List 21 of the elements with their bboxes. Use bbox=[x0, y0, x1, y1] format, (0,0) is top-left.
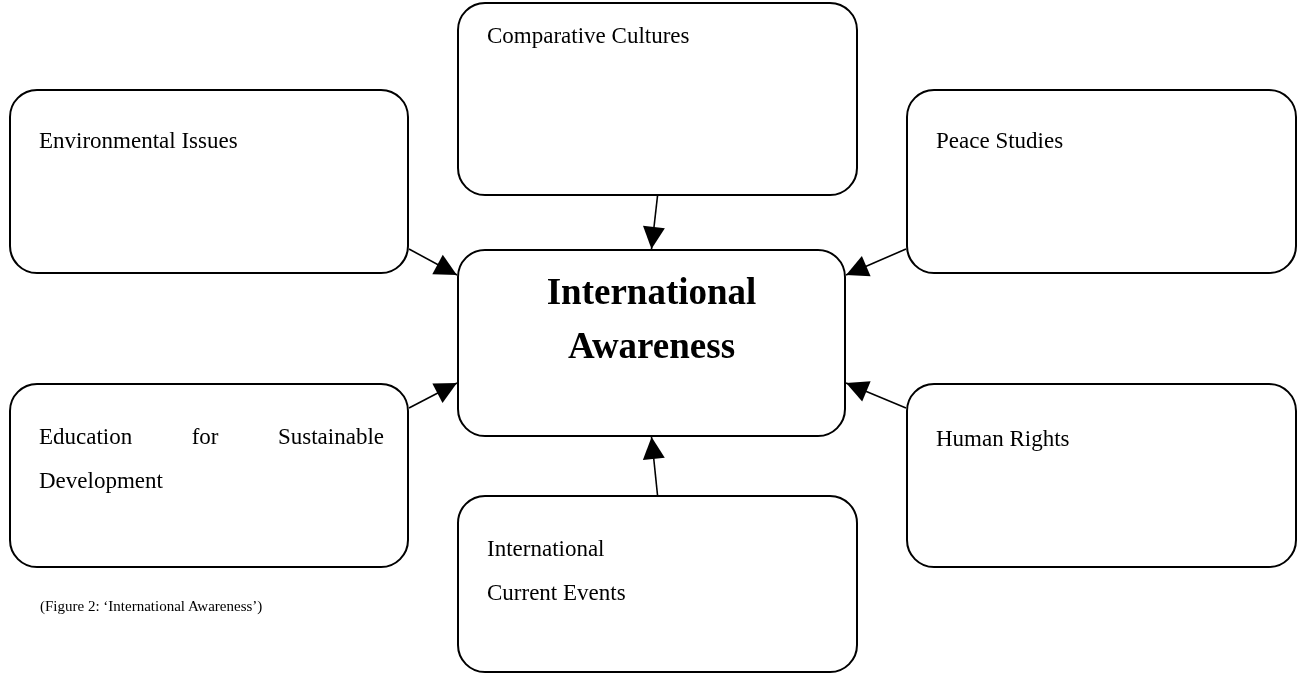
figure-caption: (Figure 2: ‘International Awareness’) bbox=[40, 598, 263, 615]
topic-label: Comparative Cultures bbox=[487, 22, 690, 50]
topic-box bbox=[9, 89, 409, 274]
topic-label: Environmental Issues bbox=[39, 127, 238, 155]
arrow bbox=[845, 381, 907, 409]
topic-label: Peace Studies bbox=[936, 127, 1064, 155]
arrow bbox=[408, 248, 458, 276]
topic-box bbox=[9, 383, 409, 568]
arrow bbox=[845, 248, 907, 277]
topic-box bbox=[457, 2, 858, 196]
topic-box bbox=[906, 383, 1297, 568]
central-title: International Awareness bbox=[545, 270, 758, 368]
topic-label: Human Rights bbox=[936, 425, 1070, 453]
arrow bbox=[408, 382, 458, 409]
arrow bbox=[643, 195, 665, 250]
topic-label: International Current Events bbox=[487, 535, 627, 607]
topic-box bbox=[906, 89, 1297, 274]
arrow bbox=[642, 436, 665, 496]
topic-box bbox=[457, 495, 858, 673]
topic-label: Education for Sustainable Development bbox=[39, 423, 384, 495]
central-box bbox=[457, 249, 846, 437]
